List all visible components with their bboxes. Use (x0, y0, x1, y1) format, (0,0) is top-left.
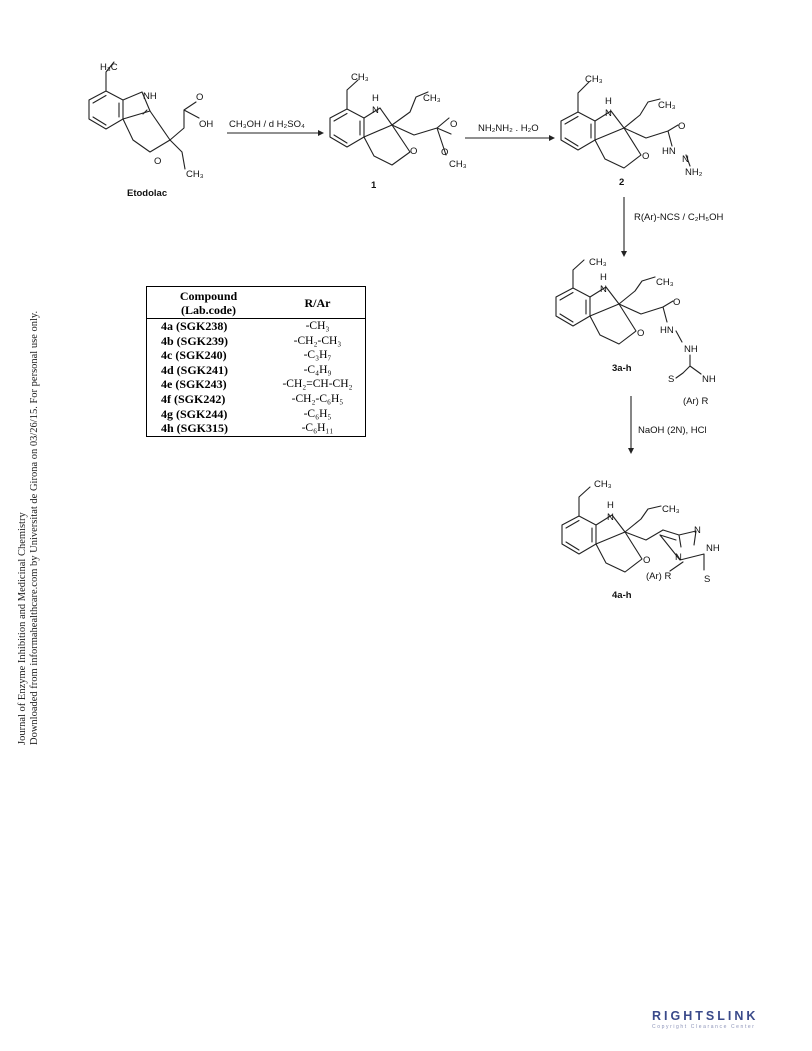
c2-nh2: NH₂ (685, 167, 703, 178)
compound-code: 4d (SGK241) (161, 362, 229, 377)
reaction-arrow-1: CH₃OH / d H₂SO₄ (227, 119, 324, 136)
c2-hn: HN (662, 146, 676, 157)
c1-ch3-ester: CH₃ (449, 159, 467, 170)
c4-ar-r: (Ar) R (646, 571, 671, 582)
compound-code: 4h (SGK315) (161, 421, 229, 436)
etodolac-structure: H₃C NH O OH O CH₃ Etodolac (88, 61, 213, 199)
table-row: 4f (SGK242) -CH₂-C₆H₅ (147, 392, 366, 407)
compound-3-structure: CH₃ H N CH₃ O O HN NH S NH (Ar) R 3a-h (555, 257, 716, 407)
compound-code: 4g (SGK244) (161, 406, 228, 421)
c3-o-ring: O (637, 328, 644, 339)
c2-n-amine: N (682, 154, 689, 165)
etodolac-h3c: H₃C (100, 62, 118, 73)
c4-number: 4a-h (612, 590, 632, 601)
compound-2-structure: CH₃ H N CH₃ O O HN N NH₂ 2 (560, 74, 703, 188)
c2-ch3-top: CH₃ (585, 74, 603, 85)
reaction-arrow-3: R(Ar)-NCS / C₂H₅OH (621, 197, 723, 257)
c4-s: S (704, 574, 710, 585)
c1-o-carbonyl: O (450, 119, 457, 130)
c3-n: N (600, 284, 607, 295)
compound-code: 4e (SGK243) (161, 377, 227, 392)
c3-ar-r: (Ar) R (683, 396, 708, 407)
table-row: 4a (SGK238) -CH₃ (147, 319, 366, 334)
compound-code: 4f (SGK242) (161, 391, 226, 406)
c4-h: H (607, 500, 614, 511)
c1-o-ester: O (441, 147, 448, 158)
c1-number: 1 (371, 180, 377, 191)
c4-nh: NH (706, 543, 720, 554)
c3-nh-terminal: NH (702, 374, 716, 385)
c3-ch3-side: CH₃ (656, 277, 674, 288)
c1-o-ring: O (410, 146, 417, 157)
c2-o-carbonyl: O (678, 121, 685, 132)
table-row: 4h (SGK315) -C₆H₁₁ (147, 421, 366, 436)
c2-number: 2 (619, 177, 624, 188)
c3-s: S (668, 374, 674, 385)
substituent: -CH₃ (305, 320, 330, 332)
c2-o-ring: O (642, 151, 649, 162)
c4-ch3-top: CH₃ (594, 479, 612, 490)
reaction-arrow-4: NaOH (2N), HCl (628, 396, 707, 454)
etodolac-o-dbl: O (196, 92, 203, 103)
c4-ch3-side: CH₃ (662, 504, 680, 515)
rightslink-logo[interactable]: RIGHTSLINK (652, 1009, 759, 1023)
substituent: -C₄H₉ (303, 363, 332, 376)
table-row: 4c (SGK240) -C₃H₇ (147, 348, 366, 363)
table-row: 4d (SGK241) -C₄H₉ (147, 363, 366, 378)
substituent: -CH₂=CH-CH₂ (282, 378, 353, 391)
c1-ch3-side: CH₃ (423, 93, 441, 104)
reaction-arrow-2: NH₂NH₂ . H₂O (465, 123, 555, 141)
c3-h: H (600, 272, 607, 283)
compound-1-structure: CH₃ H N CH₃ O O O CH₃ 1 (329, 72, 467, 191)
etodolac-ch3: CH₃ (186, 169, 204, 180)
table-row: 4g (SGK244) -C₆H₅ (147, 407, 366, 422)
c4-o-ring: O (643, 555, 650, 566)
c3-number: 3a-h (612, 363, 632, 374)
c2-n: N (605, 108, 612, 119)
c4-n-top: N (694, 525, 701, 536)
compound-code: 4c (SGK240) (161, 348, 227, 363)
etodolac-o-ring: O (154, 156, 161, 167)
c3-ch3-top: CH₃ (589, 257, 607, 268)
rightslink-tagline: Copyright Clearance Center (652, 1024, 756, 1030)
header-r-ar: R/Ar (270, 286, 366, 319)
reagent-step4: NaOH (2N), HCl (638, 425, 707, 436)
c4-n-sub: N (675, 552, 682, 563)
c1-n: N (372, 105, 379, 116)
substituent: -CH₂-CH₃ (293, 334, 342, 347)
table-row: 4e (SGK243) -CH₂=CH-CH₂ (147, 377, 366, 392)
reagent-step2: NH₂NH₂ . H₂O (478, 123, 539, 134)
c2-h: H (605, 96, 612, 107)
substituent: -C₃H₇ (303, 349, 332, 362)
table-row: 4b (SGK239) -CH₂-CH₃ (147, 334, 366, 349)
c1-ch3-top: CH₃ (351, 72, 369, 83)
c4-n: N (607, 512, 614, 523)
compound-code: 4a (SGK238) (161, 319, 228, 333)
substituent: -CH₂-C₆H₅ (291, 392, 344, 405)
c1-h: H (372, 93, 379, 104)
table-header-row: Compound (Lab.code) R/Ar (146, 286, 366, 319)
reagent-step1: CH₃OH / d H₂SO₄ (229, 119, 305, 130)
c2-ch3-side: CH₃ (658, 100, 676, 111)
c3-o-carbonyl: O (673, 297, 680, 308)
c3-nh: NH (684, 344, 698, 355)
reagent-step3: R(Ar)-NCS / C₂H₅OH (634, 212, 723, 223)
compound-4-structure: CH₃ H N CH₃ O N NH N S (Ar) R 4a-h (561, 479, 720, 601)
header-compound: Compound (Lab.code) (146, 286, 270, 319)
c3-hn: HN (660, 325, 674, 336)
etodolac-oh: OH (199, 119, 213, 130)
substituent: -C₆H₁₁ (301, 422, 334, 435)
substituent: -C₆H₅ (303, 407, 332, 420)
compound-code: 4b (SGK239) (161, 333, 229, 348)
substituent-table: Compound (Lab.code) R/Ar 4a (SGK238) -CH… (146, 286, 366, 437)
etodolac-name: Etodolac (127, 188, 167, 199)
etodolac-nh: NH (143, 91, 157, 102)
